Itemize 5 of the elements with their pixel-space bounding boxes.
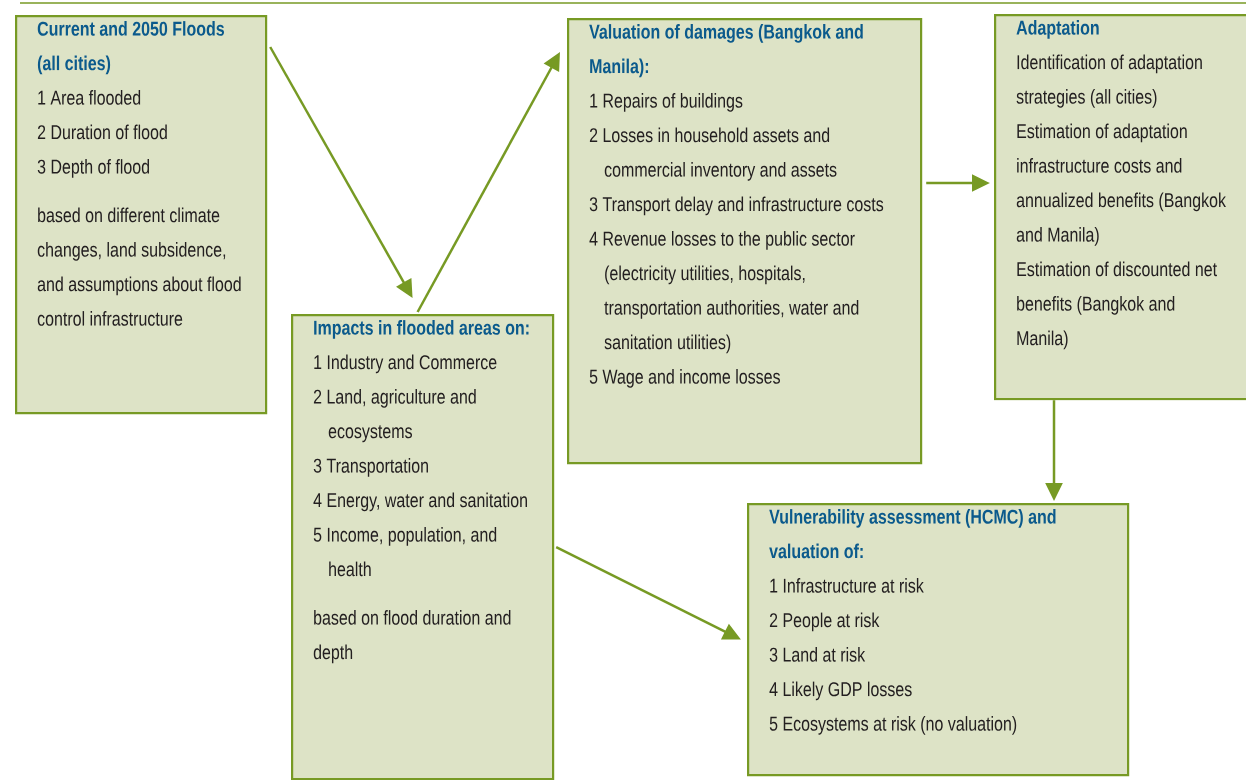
process-box: Vulnerability assessment (HCMC) and valuation of: 1 Infrastructure at risk 2 People at risk 3 Land at risk 4 Likely GDP losses 5 Ecosystems at risk (no valuation) [747, 503, 1130, 777]
process-box: Impacts in flooded areas on: 1 Industry and Commerce 2 Land, agriculture and ecosystems 3 Transportation 4 Energy, water and sanitation 5 Income, population, and health based on flood duration and depth [291, 314, 555, 780]
process-box: Current and 2050 Floods (all cities) 1 Area flooded 2 Duration of flood 3 Depth of flood based on different climate changes, land subsidence, and assumptions about flood control infrastructure [15, 15, 268, 415]
process-box: Valuation of damages (Bangkok and Manila): 1 Repairs of buildings 2 Losses in household assets and commercial inventory and assets 3 Transport delay and infrastructure costs 4 Revenue losses to the public sector (electricity utilities, hospitals, transportation authorities, water and sanitation utilities) 5 Wage and income losses [567, 18, 923, 465]
process-box: Adaptation Identification of adaptation strategies (all cities) Estimation of adaptation infrastructure costs and annualized benefits (Bangkok and Manila) Estimation of discounted net benefits (Bangkok and Manila) [994, 14, 1246, 401]
